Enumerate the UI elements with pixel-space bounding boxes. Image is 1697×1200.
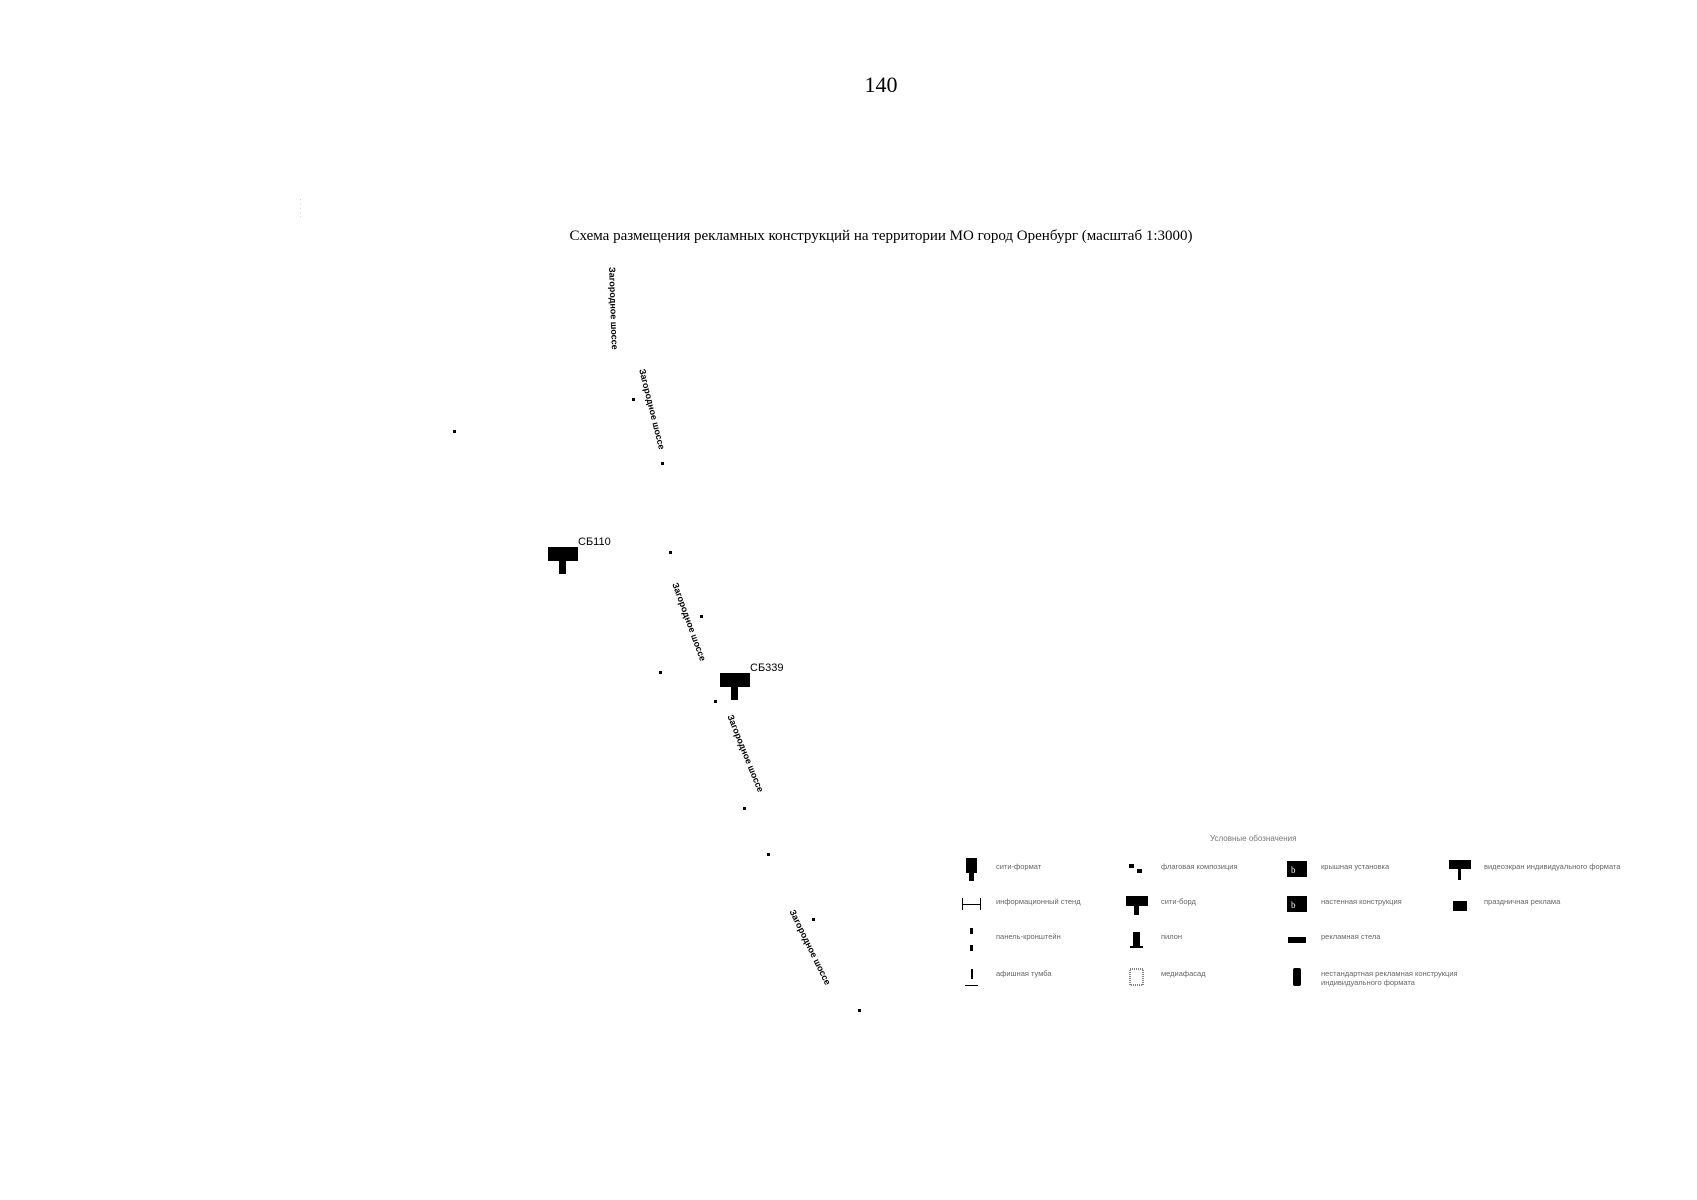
road-label: Загородное шоссе — [787, 907, 833, 987]
marker-sb110[interactable]: СБ110 — [548, 536, 611, 582]
road-label: Загородное шоссе — [607, 266, 620, 350]
legend-label: настенная конструкция — [1321, 897, 1402, 906]
legend-label: видеоэкран индивидуального формата — [1484, 862, 1621, 871]
stele-icon — [1288, 937, 1306, 943]
pylon-icon — [1130, 932, 1143, 948]
city-board-icon — [548, 547, 578, 574]
map-point — [453, 430, 456, 433]
marker-sb339[interactable]: СБ339 — [720, 662, 784, 708]
legend-label: крышная установка — [1321, 862, 1390, 871]
bracket-panel-icon — [970, 928, 973, 951]
legend-label: информационный стенд — [996, 897, 1081, 906]
road-label: Загородное шоссе — [670, 581, 708, 663]
legend-label: сити-формат — [996, 862, 1042, 871]
media-facade-icon — [1129, 968, 1144, 986]
legend-label: нестандартная рекламная конструкция инди… — [1321, 969, 1458, 987]
legend-label: флаговая композиция — [1161, 862, 1238, 871]
info-stand-icon — [962, 898, 981, 910]
road-label: Загородное шоссе — [725, 713, 766, 794]
svg-text:b: b — [1291, 865, 1296, 875]
legend-label: афишная тумба — [996, 969, 1052, 978]
page-number: 140 — [864, 72, 898, 97]
map-point — [700, 615, 703, 618]
wall-construction-icon: b — [1287, 896, 1307, 912]
legend-label: рекламная стела — [1321, 932, 1381, 941]
map-point — [632, 398, 635, 401]
city-board-icon — [720, 673, 750, 700]
map-point — [812, 918, 815, 921]
map-point — [714, 700, 717, 703]
road-label: Загородное шоссе — [637, 367, 667, 451]
marker-label: СБ339 — [750, 662, 784, 674]
legend-label: сити-борд — [1161, 897, 1196, 906]
video-screen-icon — [1449, 860, 1471, 880]
city-board-icon — [1126, 896, 1148, 915]
marker-label: СБ110 — [578, 536, 611, 548]
map-point — [743, 807, 746, 810]
legend-label: панель-кронштейн — [996, 932, 1061, 941]
svg-text:b: b — [1291, 900, 1296, 910]
map-point — [767, 853, 770, 856]
legend-label: праздничная реклама — [1484, 897, 1561, 906]
poster-column-icon — [965, 969, 978, 986]
legend-label: медиафасад — [1161, 969, 1206, 978]
map-point — [858, 1009, 861, 1012]
map-point — [659, 671, 662, 674]
city-format-icon — [966, 858, 977, 881]
map-point — [661, 462, 664, 465]
holiday-advert-icon — [1453, 901, 1467, 911]
legend-label: пилон — [1161, 932, 1183, 941]
map-point — [669, 551, 672, 554]
map-title: Схема размещения рекламных конструкций н… — [569, 228, 1193, 244]
legend-title: Условные обозначения — [1210, 834, 1297, 843]
flag-composition-icon — [1129, 864, 1142, 873]
custom-construction-icon — [1293, 968, 1301, 986]
roof-installation-icon: b — [1287, 861, 1307, 877]
